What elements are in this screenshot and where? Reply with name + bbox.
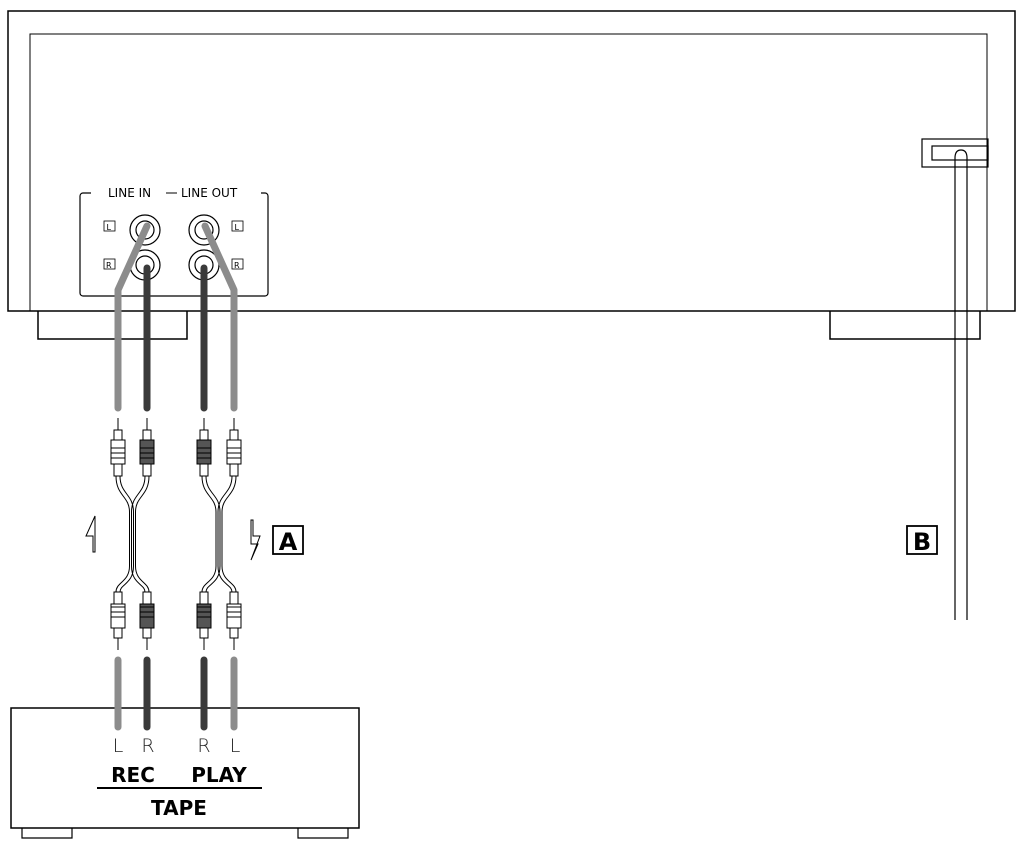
tape-foot-right [297, 828, 349, 839]
rca-cables [110, 418, 242, 650]
arrow-up-icon [85, 515, 96, 553]
plug-upper-rec-r-part [139, 439, 155, 465]
plug-lower-rec-l-part [110, 603, 126, 629]
cable-line-in-l [114, 222, 151, 412]
plug-lower-play-l [226, 591, 242, 650]
plug-lower-rec-l-part [113, 627, 123, 639]
jack-line-out-l [188, 214, 220, 246]
tape-play-l-label: L [230, 735, 241, 757]
tape-deck-body [10, 707, 360, 829]
play-cable-pair-strand-2 [217, 475, 233, 593]
channel-marker-r-right-text: R [234, 261, 240, 270]
plug-upper-play-l-part [229, 463, 239, 477]
tape-deck: L R R L REC PLAY TAPE [10, 696, 360, 839]
callout-b-label: B [913, 528, 931, 556]
channel-marker-l-right [231, 220, 244, 232]
plug-upper-play-r [196, 418, 212, 477]
callout-a-label: A [279, 528, 298, 556]
plug-upper-rec-r-part [142, 463, 152, 477]
plug-upper-play-r-part [199, 463, 209, 477]
plug-lower-rec-l [110, 591, 126, 650]
jack-line-out-l-inner [194, 220, 214, 240]
channel-marker-r-right [231, 258, 244, 270]
plug-upper-play-l-part [226, 439, 242, 465]
play-cable-pair-strand-0 [201, 475, 217, 593]
plug-lower-rec-r-part [142, 591, 152, 605]
channel-marker-l-left-text: L [107, 223, 112, 232]
rec-cable-pair-strand-0 [115, 475, 130, 593]
plug-upper-play-r-part [199, 429, 209, 441]
unit-cables [114, 222, 238, 412]
plug-lower-play-l-part [229, 591, 239, 605]
plug-lower-rec-r-part [142, 627, 152, 639]
unit-foot-left [37, 311, 188, 340]
jack-line-in-l-inner [135, 220, 155, 240]
rec-cable-pair-strand-1 [119, 475, 134, 593]
unit-outer-case [7, 10, 1016, 312]
plug-lower-play-l-part [229, 627, 239, 639]
plug-upper-rec-l-part [110, 439, 126, 465]
cable-line-out-l [201, 222, 238, 412]
plug-lower-play-r [196, 591, 212, 650]
power-cord [921, 138, 989, 620]
callout-b: B [906, 525, 938, 556]
line-out-label: LINE OUT [181, 186, 238, 200]
rec-cable-pair-strand-3 [135, 475, 150, 593]
plug-lower-play-r-part [199, 591, 209, 605]
channel-marker-r-left-text: R [106, 261, 112, 270]
signal-arrows [85, 515, 261, 561]
plug-lower-rec-r-part [139, 603, 155, 629]
tape-foot-left [21, 828, 73, 839]
plug-upper-rec-r-part [142, 429, 152, 441]
plug-lower-play-r-part [196, 603, 212, 629]
tape-rec-r-label: R [141, 735, 154, 757]
jack-line-in-l [129, 214, 161, 246]
plug-upper-play-l-part [229, 429, 239, 441]
callout-a-box [272, 525, 304, 555]
unit-inner-panel [29, 33, 988, 312]
line-in-label: LINE IN [108, 186, 151, 200]
plug-lower-rec-r [139, 591, 155, 650]
plug-upper-rec-l [110, 418, 126, 477]
play-cable-pair-strand-3 [221, 475, 237, 593]
plug-lower-rec-l-part [113, 591, 123, 605]
unit-foot-right [829, 311, 981, 340]
plug-upper-rec-r [139, 418, 155, 477]
play-cable-pair-strand-1 [205, 475, 221, 593]
plug-upper-play-l [226, 418, 242, 477]
main-unit [7, 10, 1016, 340]
tape-rec-l-label: L [113, 735, 124, 757]
tape-rec-label: REC [111, 763, 155, 787]
rec-cable-pair-strand-2 [131, 475, 146, 593]
channel-marker-l-right-text: L [235, 223, 240, 232]
power-cord-line [954, 149, 968, 620]
jack-panel-border [79, 192, 269, 297]
plug-upper-play-r-part [196, 439, 212, 465]
tape-play-label: PLAY [191, 763, 247, 787]
plug-upper-rec-l-part [113, 429, 123, 441]
channel-marker-l-left [103, 220, 116, 232]
channel-marker-r-left [103, 258, 116, 270]
tape-play-r-label: R [197, 735, 210, 757]
callout-a: A [272, 525, 304, 556]
plug-upper-rec-l-part [113, 463, 123, 477]
callout-b-box [906, 525, 938, 555]
arrow-down-icon [250, 519, 261, 561]
jack-panel: LINE IN LINE OUT L R L R [79, 186, 269, 297]
plug-lower-play-l-part [226, 603, 242, 629]
tape-name-label: TAPE [151, 796, 207, 820]
power-inlet-inner [931, 145, 989, 161]
plug-lower-play-r-part [199, 627, 209, 639]
